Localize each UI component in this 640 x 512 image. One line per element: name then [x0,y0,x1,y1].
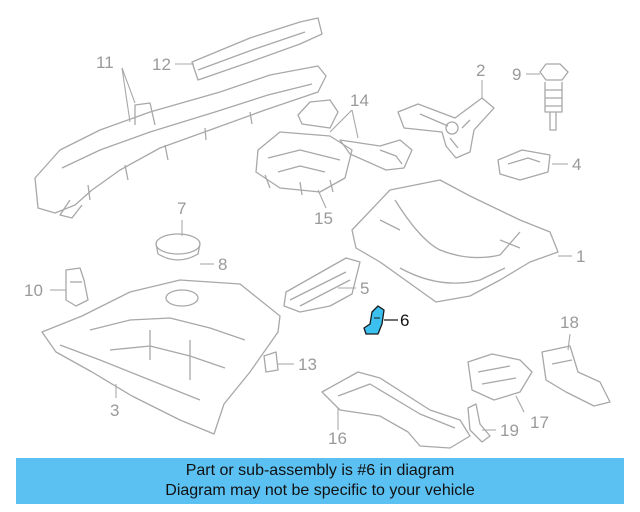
leader-11b [121,67,131,123]
part-14-reinforcement [297,99,413,171]
banner-line-1: Part or sub-assembly is #6 in diagram [185,462,455,479]
part-17-guard [467,353,533,401]
leader-14a [329,109,353,133]
part-8-plug [155,233,201,261]
part-5-channel [283,257,361,313]
callout-5[interactable]: 5 [360,279,369,298]
callout-2[interactable]: 2 [476,61,485,80]
part-6-highlighted[interactable] [363,305,385,335]
part-1-rear-floor-pan [351,179,559,303]
part-11-frame-rail [34,65,327,219]
banner-line-2: Diagram may not be specific to your vehi… [165,482,475,499]
callout-7[interactable]: 7 [177,199,186,218]
callout-14[interactable]: 14 [350,91,369,110]
callout-11[interactable]: 11 [96,53,114,72]
leader-17 [515,395,525,413]
part-13-clip [263,351,279,373]
callout-10[interactable]: 10 [24,281,43,300]
part-16-floor-extension [321,371,471,449]
callout-13[interactable]: 13 [298,355,317,374]
callout-9[interactable]: 9 [512,65,521,84]
callout-17[interactable]: 17 [530,413,549,432]
part-3-floor-panel [41,279,281,435]
callout-6[interactable]: 6 [400,311,409,330]
callout-8[interactable]: 8 [218,255,227,274]
leader-11 [121,67,136,104]
part-12-upper-member [191,17,323,81]
callout-18[interactable]: 18 [560,313,579,332]
part-19-hook-bracket [467,403,491,443]
callout-1[interactable]: 1 [576,247,585,266]
callout-4[interactable]: 4 [572,155,581,174]
callout-12[interactable]: 12 [152,55,171,74]
info-banner: Part or sub-assembly is #6 in diagram Di… [16,458,624,504]
leader-14b [351,109,359,139]
part-15-crossmember [255,131,353,196]
leader-15 [317,189,327,209]
part-10-bracket [65,267,89,307]
part-4-plate [497,149,551,181]
part-18-bracket [541,345,611,407]
part-9-spring-strut [539,63,569,131]
leader-18 [567,333,571,351]
callout-3[interactable]: 3 [110,401,119,420]
callout-19[interactable]: 19 [500,421,519,440]
callout-15[interactable]: 15 [314,209,333,228]
callout-16[interactable]: 16 [328,429,347,448]
exploded-parts-diagram: 11 12 14 15 2 9 4 7 8 1 10 5 6 13 3 16 1… [24,17,611,449]
part-2-y-bracket [397,97,495,159]
